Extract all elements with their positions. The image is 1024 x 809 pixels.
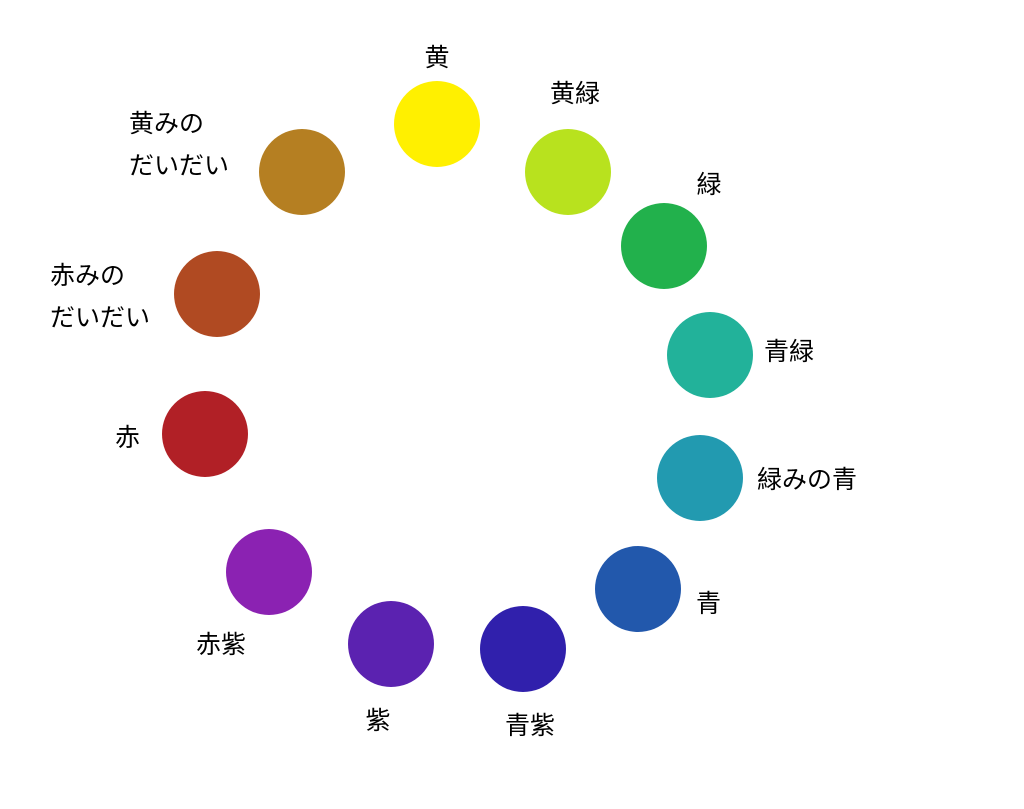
color-swatch (657, 435, 743, 521)
color-label: 青紫 (505, 711, 556, 740)
color-label: 赤紫 (196, 630, 247, 659)
color-swatch (162, 391, 248, 477)
color-label: 青 (696, 589, 722, 618)
color-label: 緑みの青 (757, 465, 858, 494)
color-label: 青緑 (764, 337, 815, 366)
color-swatch (348, 601, 434, 687)
color-swatch (259, 129, 345, 215)
color-label: 紫 (365, 706, 391, 735)
color-swatch (595, 546, 681, 632)
color-label: 黄 (424, 43, 450, 72)
color-swatch (621, 203, 707, 289)
color-swatch (480, 606, 566, 692)
color-swatch (667, 312, 753, 398)
color-label: 黄みの だいだい (129, 109, 230, 180)
color-swatch (525, 129, 611, 215)
color-swatch (226, 529, 312, 615)
color-swatch (174, 251, 260, 337)
color-swatch (394, 81, 480, 167)
color-label: 赤 (115, 423, 141, 452)
color-label: 黄緑 (550, 79, 601, 108)
color-label: 赤みの だいだい (50, 261, 151, 332)
color-label: 緑 (696, 170, 722, 199)
